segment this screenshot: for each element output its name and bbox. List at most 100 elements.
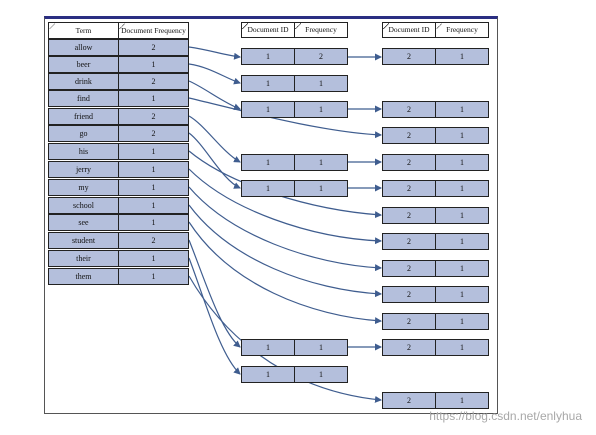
posting-frequency-value: 1 — [460, 263, 464, 273]
pointer-arrow — [188, 46, 241, 60]
df-cell: 2 — [118, 125, 189, 142]
term-cell: see — [48, 214, 119, 231]
term-cell: jerry — [48, 161, 119, 178]
posting-frequency-cell: 1 — [435, 313, 489, 330]
term-cell: my — [48, 179, 119, 196]
term-label: his — [78, 146, 89, 156]
posting-frequency-value: 2 — [319, 51, 323, 61]
pointer-arrow — [188, 115, 241, 163]
pointer-arrow — [188, 80, 241, 111]
posting-frequency-cell: 2 — [294, 48, 348, 65]
posting-docid-cell: 2 — [382, 48, 436, 65]
posting-frequency-value: 1 — [460, 342, 464, 352]
term-cell: them — [48, 268, 119, 285]
df-cell: 1 — [118, 143, 189, 160]
df-value: 1 — [151, 146, 156, 156]
term-label: their — [76, 253, 91, 263]
posting-frequency-cell: 1 — [435, 233, 489, 250]
pointer-arrow — [188, 204, 382, 298]
posting-frequency-cell: 1 — [435, 48, 489, 65]
posting-docid-value: 2 — [407, 51, 411, 61]
df-cell: 1 — [118, 268, 189, 285]
pointer-arrow — [188, 97, 382, 139]
term-label: see — [78, 217, 89, 227]
pointer-arrow — [188, 63, 241, 85]
posting-docid-value: 1 — [266, 51, 270, 61]
posting-docid-cell: 2 — [382, 260, 436, 277]
posting-frequency-cell: 1 — [435, 339, 489, 356]
posting-docid-cell: 2 — [382, 101, 436, 118]
pointer-arrow — [188, 257, 241, 375]
term-label: jerry — [75, 164, 92, 174]
posting-docid-value: 2 — [407, 210, 411, 220]
term-label: school — [73, 200, 94, 210]
posting-frequency-cell: 1 — [294, 339, 348, 356]
posting-docid-cell: 2 — [382, 286, 436, 303]
posting-docid-cell: 2 — [382, 233, 436, 250]
watermark-url: https://blog.csdn.net/enlyhua — [429, 409, 582, 423]
posting-1-frequency-header-label: Frequency — [305, 25, 337, 35]
posting-docid-cell: 2 — [382, 339, 436, 356]
posting-frequency-value: 1 — [319, 183, 323, 193]
posting-frequency-value: 1 — [460, 236, 464, 246]
term-cell: his — [48, 143, 119, 160]
posting-docid-cell: 1 — [241, 48, 295, 65]
posting-frequency-value: 1 — [460, 289, 464, 299]
posting-docid-value: 1 — [266, 104, 270, 114]
term-cell: go — [48, 125, 119, 142]
term-header-label: Term — [75, 25, 92, 35]
posting-frequency-value: 1 — [460, 51, 464, 61]
df-value: 1 — [151, 182, 156, 192]
posting-frequency-cell: 1 — [294, 366, 348, 383]
posting-docid-value: 2 — [407, 316, 411, 326]
df-value: 2 — [151, 42, 156, 52]
posting-1-docid-header: Document ID — [241, 22, 295, 38]
posting-docid-value: 2 — [407, 395, 411, 405]
term-label: my — [78, 182, 89, 192]
posting-frequency-cell: 1 — [435, 154, 489, 171]
posting-docid-cell: 1 — [241, 154, 295, 171]
posting-docid-value: 2 — [407, 342, 411, 352]
pointer-arrow — [188, 186, 382, 272]
df-cell: 2 — [118, 73, 189, 90]
posting-frequency-cell: 1 — [435, 180, 489, 197]
df-value: 2 — [151, 235, 156, 245]
posting-docid-value: 2 — [407, 157, 411, 167]
posting-docid-cell: 2 — [382, 207, 436, 224]
df-cell: 2 — [118, 108, 189, 125]
term-label: student — [71, 235, 96, 245]
posting-2-frequency-header: Frequency — [435, 22, 489, 38]
posting-docid-cell: 2 — [382, 313, 436, 330]
term-label: them — [75, 271, 92, 281]
posting-frequency-value: 1 — [460, 157, 464, 167]
posting-docid-value: 2 — [407, 130, 411, 140]
posting-docid-value: 2 — [407, 263, 411, 273]
term-cell: find — [48, 90, 119, 107]
posting-docid-cell: 1 — [241, 101, 295, 118]
pointer-arrow — [188, 239, 241, 348]
posting-1-frequency-header: Frequency — [294, 22, 348, 38]
posting-docid-cell: 1 — [241, 339, 295, 356]
df-cell: 1 — [118, 179, 189, 196]
posting-2-docid-header-label: Document ID — [388, 25, 430, 35]
term-label: allow — [74, 42, 93, 52]
posting-frequency-value: 1 — [319, 342, 323, 352]
posting-docid-cell: 2 — [382, 392, 436, 409]
df-cell: 1 — [118, 56, 189, 73]
posting-frequency-cell: 1 — [435, 260, 489, 277]
posting-2-frequency-header-label: Frequency — [446, 25, 478, 35]
term-cell: beer — [48, 56, 119, 73]
df-cell: 2 — [118, 232, 189, 249]
posting-frequency-value: 1 — [319, 369, 323, 379]
pointer-arrow — [188, 132, 241, 189]
term-header: Term — [48, 22, 119, 39]
posting-docid-cell: 1 — [241, 75, 295, 92]
posting-docid-value: 1 — [266, 342, 270, 352]
df-cell: 2 — [118, 39, 189, 56]
posting-docid-cell: 1 — [241, 366, 295, 383]
posting-docid-value: 1 — [266, 183, 270, 193]
posting-docid-value: 2 — [407, 104, 411, 114]
posting-docid-cell: 2 — [382, 154, 436, 171]
posting-frequency-value: 1 — [460, 183, 464, 193]
